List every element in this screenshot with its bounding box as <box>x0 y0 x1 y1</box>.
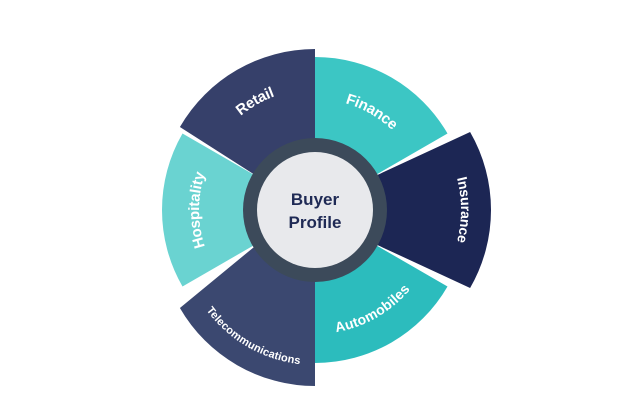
segment-telecommunications <box>179 241 315 386</box>
segment-hospitality <box>162 133 262 287</box>
segment-insurance <box>368 132 491 288</box>
segment-label-insurance: Insurance <box>454 175 474 245</box>
hub-title-line1: Buyer <box>291 190 340 209</box>
hub-title-line2: Profile <box>289 213 342 232</box>
segment-label-hospitality: Hospitality <box>186 169 209 250</box>
hub-circle <box>257 152 373 268</box>
segments-layer <box>162 49 491 386</box>
